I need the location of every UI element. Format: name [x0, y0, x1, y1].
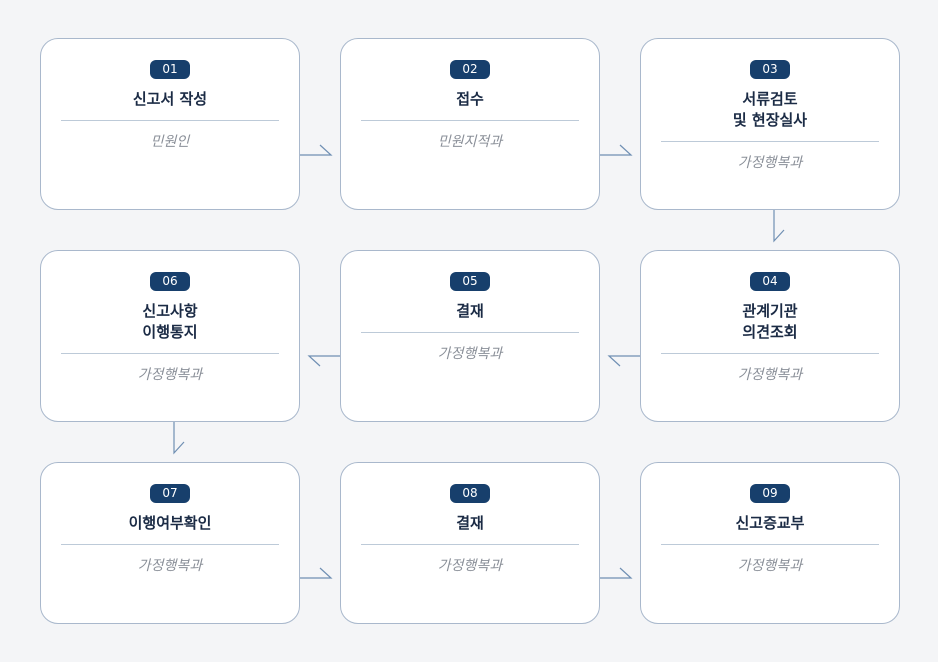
step-department: 가정행복과: [437, 346, 503, 362]
arrow-08-09: [600, 567, 633, 579]
step-divider: [661, 141, 879, 142]
arrow-03-04: [773, 210, 785, 243]
step-divider: [661, 544, 879, 545]
step-title: 관계기관 의견조회: [742, 302, 798, 341]
step-title: 서류검토 및 현장실사: [732, 90, 808, 129]
step-number-badge: 05: [450, 272, 490, 291]
step-card-07: 07 이행여부확인 가정행복과: [40, 462, 300, 624]
step-title: 신고서 작성: [132, 90, 208, 108]
step-number-badge: 08: [450, 484, 490, 503]
arrow-06-07: [173, 422, 185, 455]
step-title: 신고사항 이행통지: [142, 302, 198, 341]
step-number-badge: 01: [150, 60, 190, 79]
step-divider: [61, 120, 279, 121]
step-number-badge: 09: [750, 484, 790, 503]
step-number-badge: 04: [750, 272, 790, 291]
step-number-badge: 06: [150, 272, 190, 291]
step-number-badge: 03: [750, 60, 790, 79]
step-department: 가정행복과: [137, 367, 203, 383]
step-card-06: 06 신고사항 이행통지 가정행복과: [40, 250, 300, 422]
step-number-badge: 07: [150, 484, 190, 503]
step-department: 가정행복과: [137, 558, 203, 574]
step-department: 가정행복과: [737, 558, 803, 574]
step-divider: [61, 544, 279, 545]
step-title: 접수: [456, 90, 484, 108]
step-card-08: 08 결재 가정행복과: [340, 462, 600, 624]
arrow-05-06: [307, 355, 340, 367]
step-department: 민원지적과: [437, 134, 503, 150]
step-divider: [361, 332, 579, 333]
step-title: 결재: [456, 514, 484, 532]
step-divider: [61, 353, 279, 354]
step-department: 민원인: [150, 134, 190, 150]
step-department: 가정행복과: [437, 558, 503, 574]
arrow-04-05: [607, 355, 640, 367]
step-divider: [661, 353, 879, 354]
arrow-07-08: [300, 567, 333, 579]
step-department: 가정행복과: [737, 367, 803, 383]
step-card-09: 09 신고증교부 가정행복과: [640, 462, 900, 624]
step-number-badge: 02: [450, 60, 490, 79]
arrow-02-03: [600, 144, 633, 156]
arrow-01-02: [300, 144, 333, 156]
step-card-02: 02 접수 민원지적과: [340, 38, 600, 210]
step-card-05: 05 결재 가정행복과: [340, 250, 600, 422]
step-divider: [361, 544, 579, 545]
step-title: 이행여부확인: [128, 514, 212, 532]
step-card-01: 01 신고서 작성 민원인: [40, 38, 300, 210]
step-title: 신고증교부: [735, 514, 805, 532]
step-title: 결재: [456, 302, 484, 320]
step-card-04: 04 관계기관 의견조회 가정행복과: [640, 250, 900, 422]
step-card-03: 03 서류검토 및 현장실사 가정행복과: [640, 38, 900, 210]
step-department: 가정행복과: [737, 155, 803, 171]
step-divider: [361, 120, 579, 121]
